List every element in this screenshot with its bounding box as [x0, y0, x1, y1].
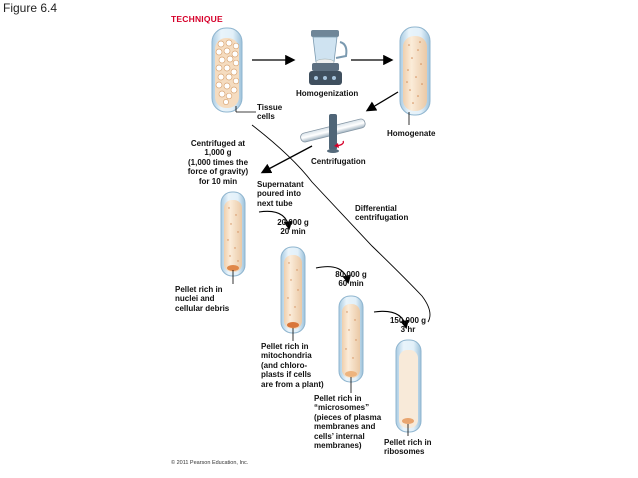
- supernatant-label: Supernatant poured into next tube: [257, 180, 304, 208]
- speed-20000g-label: 20,000 g 20 min: [277, 218, 309, 237]
- speed-150000g-label: 150,000 g 3 hr: [389, 316, 427, 335]
- tissue-cells-label: Tissue cells: [257, 103, 283, 122]
- homogenization-label: Homogenization: [296, 89, 359, 98]
- supernatant-arrow-3: [373, 310, 409, 330]
- tube-1000g: [220, 191, 246, 284]
- pellet-mitochondria-label: Pellet rich in mitochondria (and chloro-…: [261, 342, 324, 389]
- centrifugation-label: Centrifugation: [311, 157, 366, 166]
- centrifuged-at-label: Centrifuged at 1,000 g (1,000 times the …: [187, 139, 249, 186]
- arrow-to-centrifuge: [365, 91, 399, 112]
- pellet-ribosomes-label: Pellet rich in ribosomes: [384, 438, 432, 457]
- arrow-to-first-tube: [260, 145, 313, 174]
- tissue-cells-tube: [211, 27, 256, 113]
- pellet-nuclei-label: Pellet rich in nuclei and cellular debri…: [175, 285, 230, 313]
- centrifuge-rotor: [300, 114, 366, 153]
- copyright-notice: © 2011 Pearson Education, Inc.: [171, 460, 249, 466]
- supernatant-arrow-2: [315, 266, 352, 285]
- tube-20000g: [280, 246, 306, 341]
- speed-80000g-label: 80,000 g 60 min: [335, 270, 367, 289]
- tube-150000g: [395, 339, 422, 436]
- homogenate-label: Homogenate: [387, 129, 436, 138]
- tube-80000g: [338, 295, 364, 393]
- differential-centrifugation-label: Differential centrifugation: [355, 204, 409, 223]
- differential-bracket-curve: [251, 124, 431, 323]
- supernatant-arrow-1: [258, 210, 293, 231]
- pellet-microsomes-label: Pellet rich in “microsomes” (pieces of p…: [314, 394, 382, 451]
- technique-heading: TECHNIQUE: [171, 14, 223, 24]
- blender: [309, 30, 348, 85]
- homogenate-tube: [399, 26, 431, 125]
- figure-title: Figure 6.4: [3, 1, 58, 15]
